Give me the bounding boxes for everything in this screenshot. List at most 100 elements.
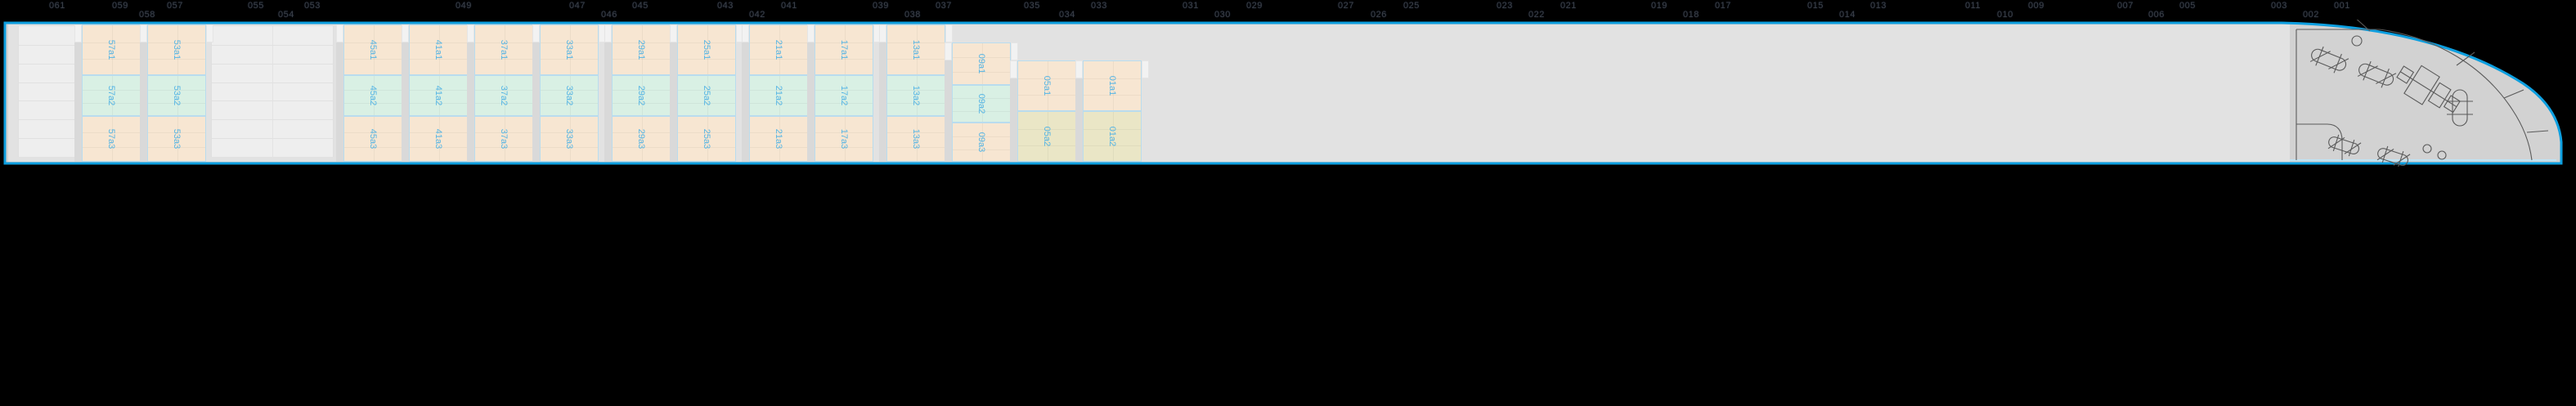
cargo-cell-13a3[interactable]: 13a3: [886, 116, 945, 162]
cell-center-line: [177, 76, 178, 115]
cargo-cell-37a2[interactable]: 37a2: [474, 75, 533, 116]
cell-row-line: [1018, 129, 1075, 130]
cargo-cell-53a2[interactable]: 53a2: [147, 75, 206, 116]
cell-row-line: [1084, 145, 1141, 146]
stack-slot-gap: [604, 42, 612, 162]
cargo-cell-label: 53a2: [172, 85, 182, 106]
cell-row-line: [678, 59, 735, 60]
cargo-cell-label: 09a1: [976, 53, 986, 74]
stack-guide-stub: [402, 25, 409, 42]
cell-row-line: [148, 147, 205, 148]
bay-number-029: 029: [1246, 1, 1263, 11]
cargo-stack-bay57[interactable]: 57a3 57a2 57a1: [82, 25, 141, 162]
cell-row-line: [953, 111, 1010, 112]
cell-row-line: [887, 103, 945, 104]
bay-number-005: 005: [2179, 1, 2196, 11]
cargo-cell-25a2[interactable]: 25a2: [677, 75, 736, 116]
cargo-cell-33a1[interactable]: 33a1: [540, 25, 599, 75]
cargo-cell-57a3[interactable]: 57a3: [82, 116, 141, 162]
cargo-cell-label: 33a2: [564, 85, 574, 106]
bay-number-042: 042: [749, 10, 765, 20]
cargo-cell-17a1[interactable]: 17a1: [815, 25, 873, 75]
cargo-cell-label: 57a2: [106, 85, 116, 106]
cargo-cell-21a2[interactable]: 21a2: [749, 75, 808, 116]
cargo-cell-33a3[interactable]: 33a3: [540, 116, 599, 162]
stack-guide-stub: [1142, 60, 1149, 78]
cell-row-line: [344, 103, 402, 104]
cargo-stack-bay33[interactable]: 33a3 33a2 33a1: [540, 25, 599, 162]
cell-row-line: [475, 132, 532, 133]
cargo-cell-25a3[interactable]: 25a3: [677, 116, 736, 162]
cell-row-line: [953, 57, 1010, 58]
cargo-cell-05a1[interactable]: 05a1: [1017, 60, 1076, 111]
cargo-cell-57a2[interactable]: 57a2: [82, 75, 141, 116]
cell-row-line: [475, 59, 532, 60]
cargo-cell-45a3[interactable]: 45a3: [343, 116, 402, 162]
cargo-cell-label: 17a1: [839, 39, 849, 60]
cargo-cell-09a2[interactable]: 09a2: [952, 85, 1011, 123]
cell-row-line: [83, 90, 140, 91]
cell-row-line: [613, 147, 670, 148]
cargo-cell-21a3[interactable]: 21a3: [749, 116, 808, 162]
cargo-cell-41a2[interactable]: 41a2: [409, 75, 468, 116]
cell-center-line: [642, 76, 643, 115]
cell-row-line: [541, 90, 598, 91]
cargo-cell-53a3[interactable]: 53a3: [147, 116, 206, 162]
cargo-cell-37a1[interactable]: 37a1: [474, 25, 533, 75]
cargo-cell-01a1[interactable]: 01a1: [1083, 60, 1142, 111]
cargo-cell-01a2[interactable]: 01a2: [1083, 111, 1142, 162]
bay-number-058: 058: [139, 10, 155, 20]
cargo-cell-05a2[interactable]: 05a2: [1017, 111, 1076, 162]
cargo-cell-57a1[interactable]: 57a1: [82, 25, 141, 75]
cargo-cell-label: 01a2: [1107, 126, 1117, 147]
cargo-cell-13a1[interactable]: 13a1: [886, 25, 945, 75]
cargo-cell-label: 57a3: [106, 128, 116, 149]
bay-number-055: 055: [248, 1, 264, 11]
cargo-cell-label: 33a1: [564, 39, 574, 60]
cell-row-line: [410, 132, 467, 133]
cargo-cell-29a3[interactable]: 29a3: [612, 116, 671, 162]
cargo-cell-17a2[interactable]: 17a2: [815, 75, 873, 116]
cargo-cell-13a2[interactable]: 13a2: [886, 75, 945, 116]
cargo-stack-bay01[interactable]: 01a2 01a1: [1083, 60, 1142, 162]
cargo-cell-33a2[interactable]: 33a2: [540, 75, 599, 116]
cargo-cell-37a3[interactable]: 37a3: [474, 116, 533, 162]
cargo-cell-17a3[interactable]: 17a3: [815, 116, 873, 162]
cargo-stack-bay13[interactable]: 13a3 13a2 13a1: [886, 25, 945, 162]
cargo-cell-label: 37a3: [499, 128, 509, 149]
cargo-cell-25a1[interactable]: 25a1: [677, 25, 736, 75]
cargo-cell-label: 13a3: [911, 128, 921, 149]
bay-number-002: 002: [2303, 10, 2319, 20]
cargo-cell-53a1[interactable]: 53a1: [147, 25, 206, 75]
cell-center-line: [982, 86, 983, 122]
cargo-cell-label: 13a2: [911, 85, 921, 106]
cargo-cell-09a1[interactable]: 09a1: [952, 42, 1011, 85]
cargo-cell-45a2[interactable]: 45a2: [343, 75, 402, 116]
cargo-cell-41a1[interactable]: 41a1: [409, 25, 468, 75]
bay-number-026: 026: [1371, 10, 1387, 20]
cell-center-line: [112, 117, 113, 161]
cargo-cell-45a1[interactable]: 45a1: [343, 25, 402, 75]
cargo-cell-29a1[interactable]: 29a1: [612, 25, 671, 75]
cell-row-line: [815, 103, 873, 104]
bay-number-039: 039: [873, 1, 889, 11]
cargo-stack-bay53[interactable]: 53a3 53a2 53a1: [147, 25, 206, 162]
cargo-cell-41a3[interactable]: 41a3: [409, 116, 468, 162]
cell-row-line: [344, 147, 402, 148]
cell-row-line: [148, 103, 205, 104]
cargo-cell-21a1[interactable]: 21a1: [749, 25, 808, 75]
cargo-cell-29a2[interactable]: 29a2: [612, 75, 671, 116]
cell-center-line: [374, 76, 375, 115]
cargo-cell-09a3[interactable]: 09a3: [952, 123, 1011, 162]
cell-row-line: [750, 90, 807, 91]
